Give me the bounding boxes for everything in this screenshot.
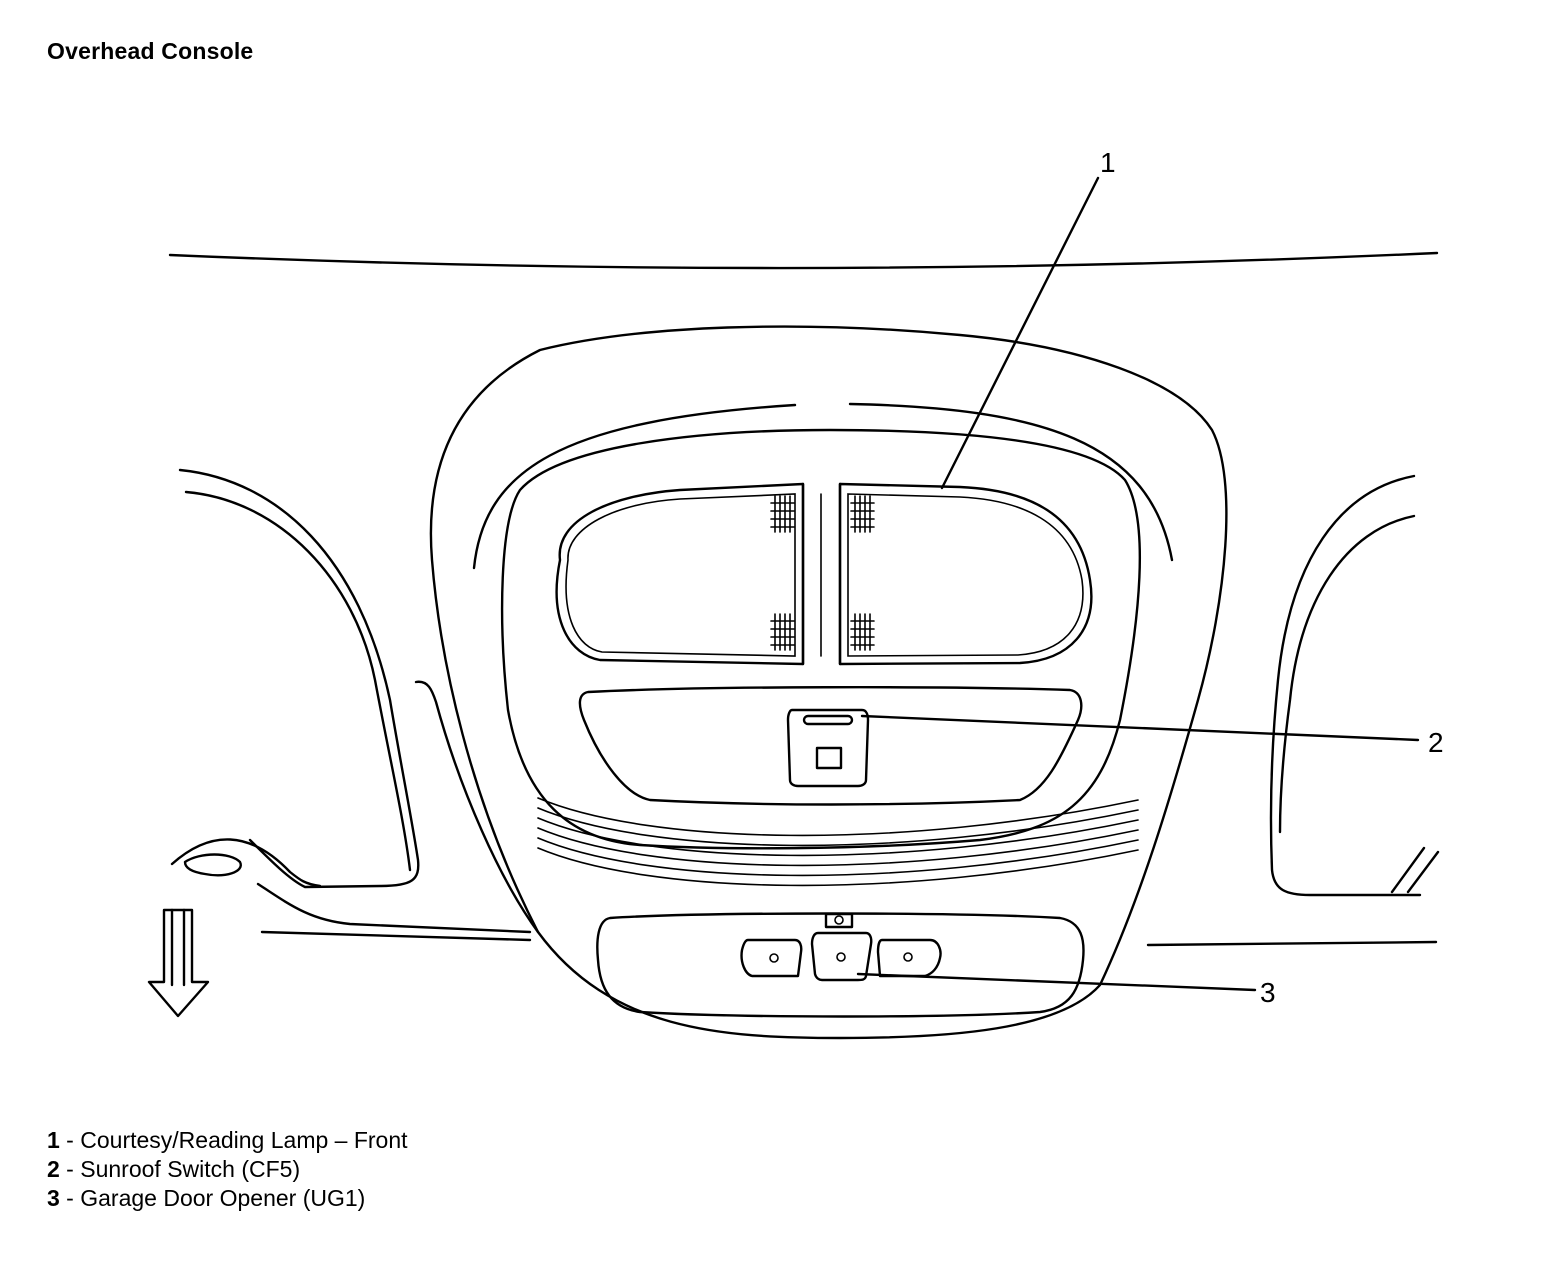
callout-1-number: 1 <box>1100 147 1116 178</box>
callout-3-leader <box>856 972 1257 992</box>
lamp-switch-hatch-lower-right <box>850 613 875 651</box>
console-outer-housing <box>429 325 1228 1040</box>
legend: 1 - Courtesy/Reading Lamp – Front 2 - Su… <box>47 1126 408 1213</box>
legend-number: 3 <box>47 1185 60 1211</box>
right-pillar-trim-outer <box>1269 474 1422 897</box>
right-sunvisor-clip <box>1390 846 1440 894</box>
garage-opener-button-3 <box>876 938 942 978</box>
vent-grille <box>537 797 1139 887</box>
callout-3-number: 3 <box>1260 977 1276 1008</box>
callout-2-number: 2 <box>1428 727 1444 758</box>
right-pillar-trim-inner <box>1278 514 1416 834</box>
legend-text: Sunroof Switch (CF5) <box>80 1156 301 1182</box>
reading-lamp-lens-outer-right <box>838 482 1093 666</box>
left-sunvisor-clip-tab <box>183 853 242 877</box>
trim-arc-right <box>848 402 1174 562</box>
down-arrow-icon <box>147 908 210 1018</box>
reading-lamp-lens-inner-right <box>847 493 1084 657</box>
page-title: Overhead Console <box>47 38 254 64</box>
headliner-edge <box>168 251 1439 270</box>
sunroof-switch-button <box>815 746 843 770</box>
sunroof-switch-slot <box>802 714 854 726</box>
garage-opener-button-1 <box>740 938 803 978</box>
left-sunvisor-clip <box>170 838 322 888</box>
legend-item: 1 - Courtesy/Reading Lamp – Front <box>47 1126 408 1155</box>
legend-text: Garage Door Opener (UG1) <box>80 1185 366 1211</box>
lamp-switch-hatch-lower-left <box>770 613 795 651</box>
garage-opener-led-dot <box>834 915 844 925</box>
legend-text: Courtesy/Reading Lamp – Front <box>80 1127 408 1153</box>
left-lower-edge <box>260 930 532 942</box>
legend-item: 2 - Sunroof Switch (CF5) <box>47 1155 408 1184</box>
legend-item: 3 - Garage Door Opener (UG1) <box>47 1184 408 1213</box>
legend-separator: - <box>59 1156 81 1182</box>
legend-separator: - <box>59 1127 81 1153</box>
legend-number: 1 <box>47 1127 60 1153</box>
garage-opener-button-2 <box>810 931 873 982</box>
callout-1-leader <box>940 176 1100 490</box>
lamp-switch-hatch-upper-right <box>850 495 875 533</box>
left-pillar-trim-inner <box>184 490 412 872</box>
inner-bezel <box>500 428 1142 850</box>
callout-2-leader <box>860 714 1420 742</box>
legend-separator: - <box>59 1185 81 1211</box>
right-lower-edge <box>1146 940 1438 947</box>
left-headliner-edge <box>256 882 532 934</box>
trim-arc-left <box>472 403 797 570</box>
garage-opener-button-3-dot <box>903 952 913 962</box>
garage-opener-panel <box>596 912 1085 1018</box>
left-pillar-strip <box>414 680 540 934</box>
legend-number: 2 <box>47 1156 60 1182</box>
reading-lamp-lens-outer <box>555 482 805 666</box>
sunroof-switch-panel <box>578 686 1083 806</box>
lamp-switch-hatch-upper-left <box>770 495 795 533</box>
garage-opener-led <box>824 912 854 929</box>
left-pillar-trim-outer <box>178 468 420 889</box>
garage-opener-button-1-dot <box>769 953 779 963</box>
reading-lamp-lens-inner <box>565 493 796 657</box>
garage-opener-button-2-dot <box>836 952 846 962</box>
